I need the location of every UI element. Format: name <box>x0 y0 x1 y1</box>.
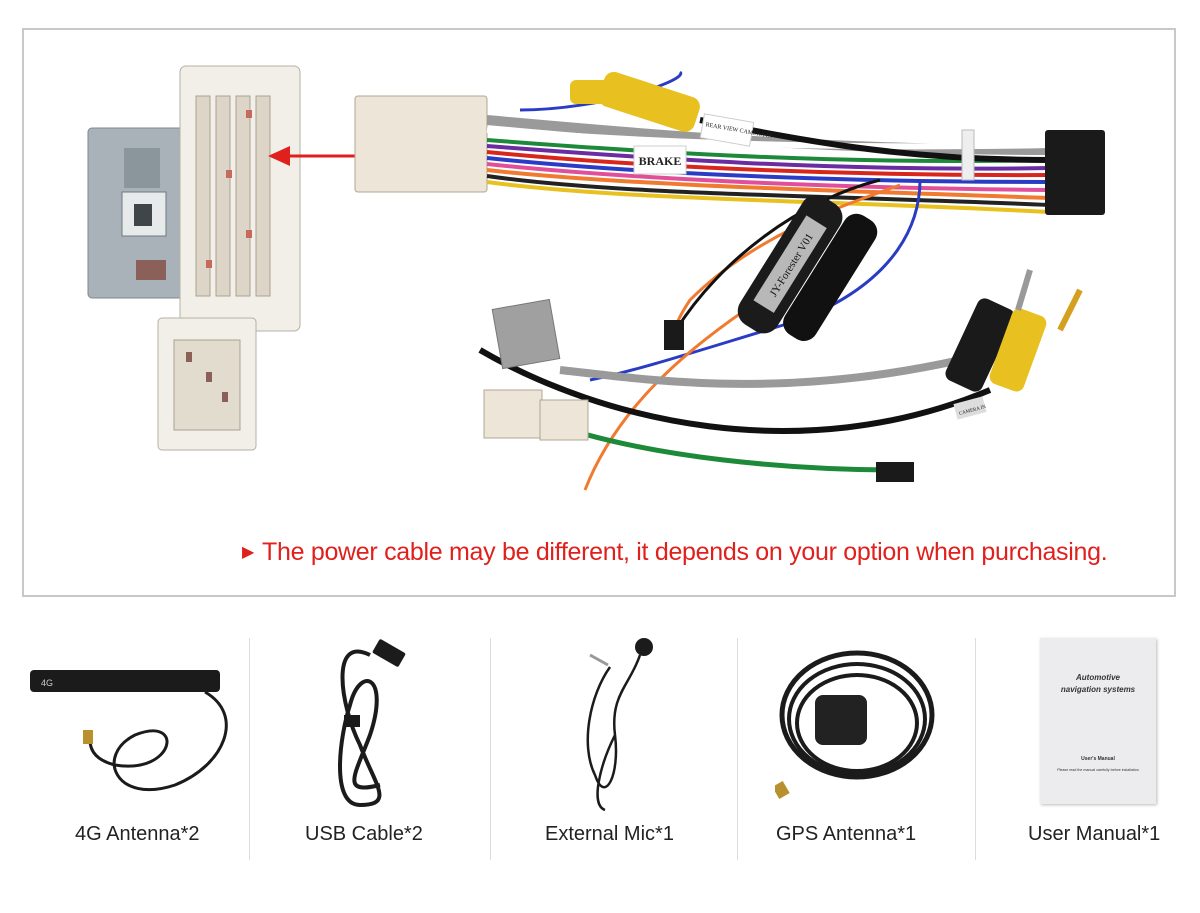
harness-plug-left <box>354 95 488 193</box>
gps-antenna-image <box>775 650 935 800</box>
accessory-gps-antenna <box>775 615 945 875</box>
svg-text:BRAKE: BRAKE <box>639 154 682 168</box>
label-4g-antenna: 4G Antenna*2 <box>75 823 200 845</box>
harness-plug-right <box>1045 130 1105 215</box>
white-connector-small <box>157 317 257 451</box>
4g-antenna-image: 4G <box>30 670 228 792</box>
bottom-plugs <box>483 298 914 482</box>
rca-plugs-right: CAMERA IN <box>945 269 1083 420</box>
gray-connector <box>87 127 191 299</box>
usb-cable-image <box>338 639 406 808</box>
user-manual-image: Automotive navigation systems User's Man… <box>1040 638 1156 804</box>
notice-text: ▶ The power cable may be different, it de… <box>242 538 1108 567</box>
divider <box>975 638 976 860</box>
accessory-4g-antenna: 4G <box>25 615 245 875</box>
triangle-marker-icon: ▶ <box>242 544 255 561</box>
divider <box>737 638 738 860</box>
manual-subtitle: User's Manual <box>1081 756 1115 762</box>
harness-frame <box>22 28 1176 597</box>
red-arrow <box>268 146 360 166</box>
manual-title: Automotive navigation systems <box>1060 673 1136 694</box>
label-user-manual: User Manual*1 <box>1028 823 1161 845</box>
label-external-mic: External Mic*1 <box>545 823 674 845</box>
label-gps-antenna: GPS Antenna*1 <box>776 823 917 845</box>
white-connector-main <box>179 65 301 332</box>
accessory-external-mic <box>560 615 660 875</box>
external-mic-image <box>586 638 653 812</box>
rca-connector-yellow <box>570 71 700 132</box>
brake-tag: BRAKE <box>633 145 687 175</box>
wiring-harness-image: BRAKE REAR VIEW CAMERA IN JY-Forester V0… <box>87 65 1105 491</box>
notice-message: The power cable may be different, it dep… <box>262 538 1108 566</box>
label-usb-cable: USB Cable*2 <box>305 823 423 845</box>
accessory-usb-cable <box>300 615 420 875</box>
manual-note: Please read the manual carefully before … <box>1057 768 1139 772</box>
control-module: JY-Forester V01 <box>737 194 878 342</box>
svg-text:4G: 4G <box>41 678 53 688</box>
divider <box>249 638 250 860</box>
divider <box>490 638 491 860</box>
cable-tie <box>961 129 975 181</box>
